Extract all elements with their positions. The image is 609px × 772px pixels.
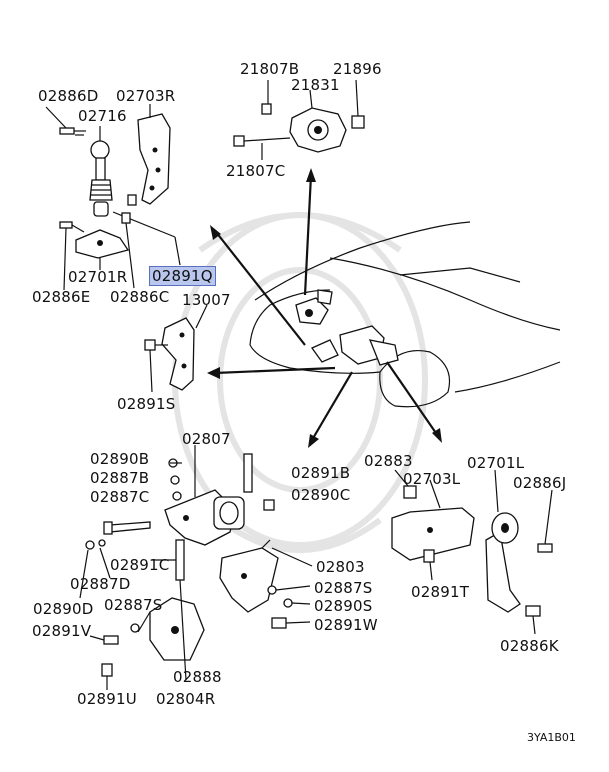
part-label-02891T[interactable]: 02891T <box>411 583 470 601</box>
part-label-02701R[interactable]: 02701R <box>68 268 128 286</box>
part-label-02887S-left[interactable]: 02887S <box>104 596 163 614</box>
part-label-02804R[interactable]: 02804R <box>156 690 216 708</box>
bracket-13007 <box>144 304 208 393</box>
part-label-02803[interactable]: 02803 <box>316 558 365 576</box>
front-mount-assembly <box>233 79 365 160</box>
part-label-02887C[interactable]: 02887C <box>90 488 150 506</box>
lower-left-mount-assembly <box>79 445 275 690</box>
part-label-02891S[interactable]: 02891S <box>117 395 176 413</box>
part-label-02887S-right[interactable]: 02887S <box>314 579 373 597</box>
part-label-02887D[interactable]: 02887D <box>70 575 131 593</box>
part-label-02703R[interactable]: 02703R <box>116 87 176 105</box>
rear-mount-assembly <box>45 104 181 291</box>
part-label-02890B[interactable]: 02890B <box>90 450 150 468</box>
part-label-02701L[interactable]: 02701L <box>467 454 525 472</box>
part-label-02891B[interactable]: 02891B <box>291 464 351 482</box>
part-label-13007[interactable]: 13007 <box>182 291 231 309</box>
part-label-02890D[interactable]: 02890D <box>33 600 94 618</box>
part-label-02886J[interactable]: 02886J <box>513 474 567 492</box>
part-label-02886C[interactable]: 02886C <box>110 288 170 306</box>
right-mount-assembly <box>391 469 553 635</box>
part-label-02886E[interactable]: 02886E <box>32 288 91 306</box>
part-label-21807B[interactable]: 21807B <box>240 60 300 78</box>
part-label-02890C[interactable]: 02890C <box>291 486 351 504</box>
part-label-02703L[interactable]: 02703L <box>403 470 461 488</box>
part-label-02890S[interactable]: 02890S <box>314 597 373 615</box>
vehicle-engine-bay <box>249 221 561 408</box>
callout-arrows <box>207 168 442 448</box>
part-label-02891V[interactable]: 02891V <box>32 622 92 640</box>
diagram-code: 3YA1B01 <box>527 731 576 744</box>
part-label-02886D[interactable]: 02886D <box>38 87 99 105</box>
part-label-02886K[interactable]: 02886K <box>500 637 559 655</box>
part-label-21831[interactable]: 21831 <box>291 76 340 94</box>
part-label-02891C[interactable]: 02891C <box>110 556 170 574</box>
part-label-02883[interactable]: 02883 <box>364 452 413 470</box>
part-label-02891U[interactable]: 02891U <box>77 690 137 708</box>
part-label-21896[interactable]: 21896 <box>333 60 382 78</box>
part-label-02807[interactable]: 02807 <box>182 430 231 448</box>
part-label-02891Q[interactable]: 02891Q <box>149 266 216 286</box>
part-label-21807C[interactable]: 21807C <box>226 162 286 180</box>
part-label-02888[interactable]: 02888 <box>173 668 222 686</box>
part-label-02716[interactable]: 02716 <box>78 107 127 125</box>
lower-center-mount-assembly <box>219 539 313 629</box>
part-label-02891W[interactable]: 02891W <box>314 616 378 634</box>
part-label-02887B[interactable]: 02887B <box>90 469 150 487</box>
